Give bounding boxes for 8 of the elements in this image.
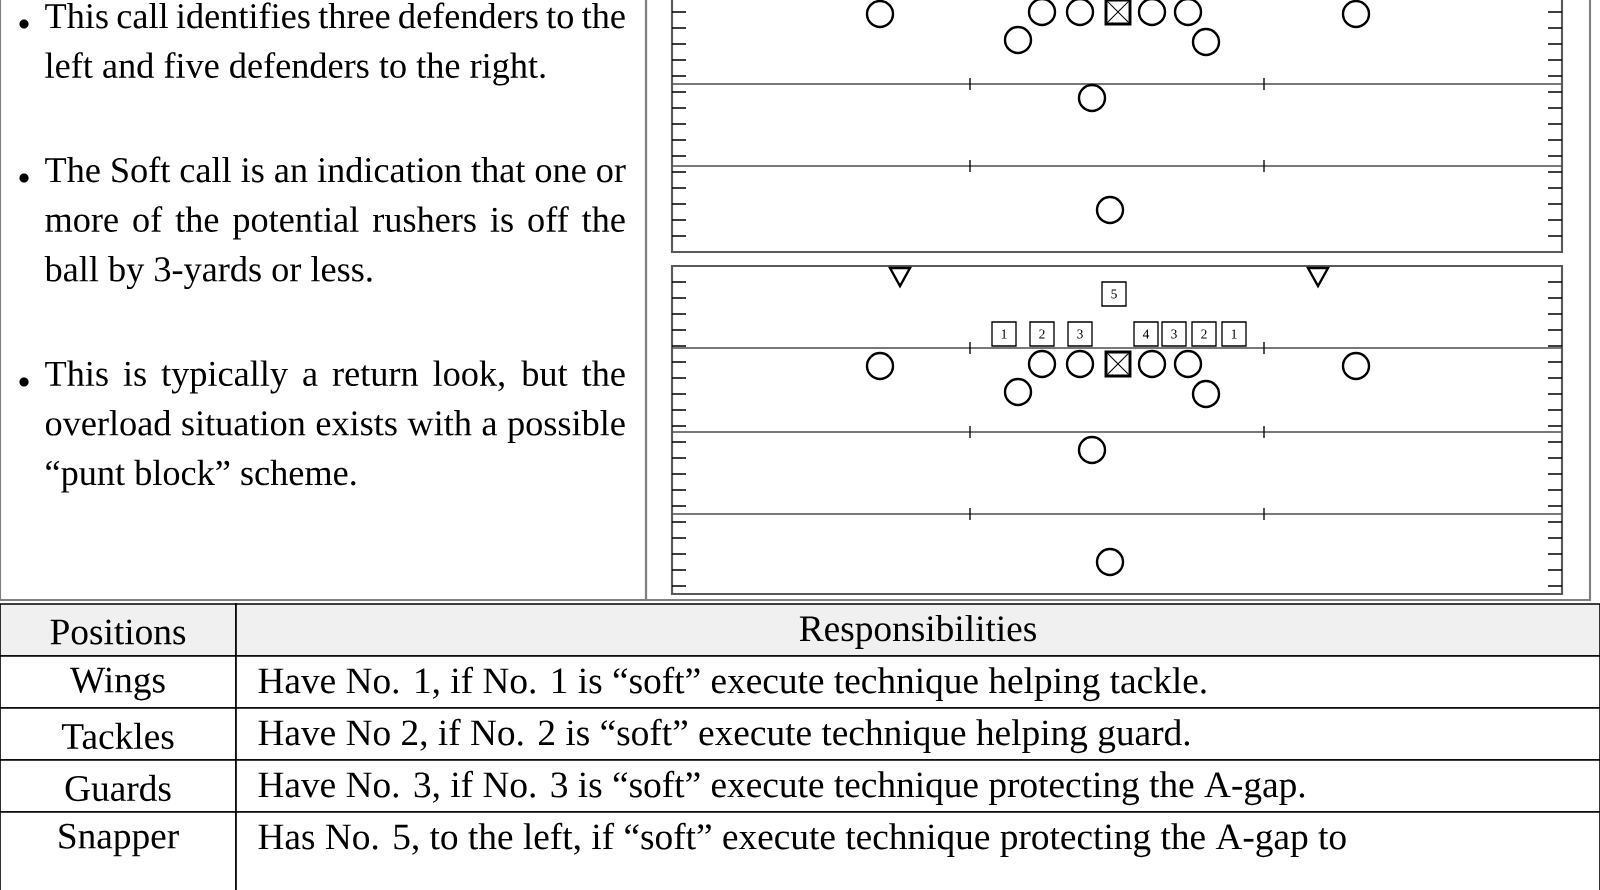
table-cell: Positions (0, 603, 237, 657)
bullet-item: This call identifies three defenders to the left and five defenders to the right. (19, 2, 625, 86)
bullet-item: This is typically a return look, but the overload situation exists with a possible “punt block” scheme. (19, 360, 625, 493)
table-cell: Snapper (0, 811, 237, 890)
bullet-item: The Soft call is an indication that one or more of the potential rushers is off the ball by 3-yards or less. (19, 156, 626, 290)
table-cell: Wings (0, 655, 237, 709)
table-cell: Tackles (0, 707, 237, 761)
table-cell: Guards (0, 759, 237, 813)
